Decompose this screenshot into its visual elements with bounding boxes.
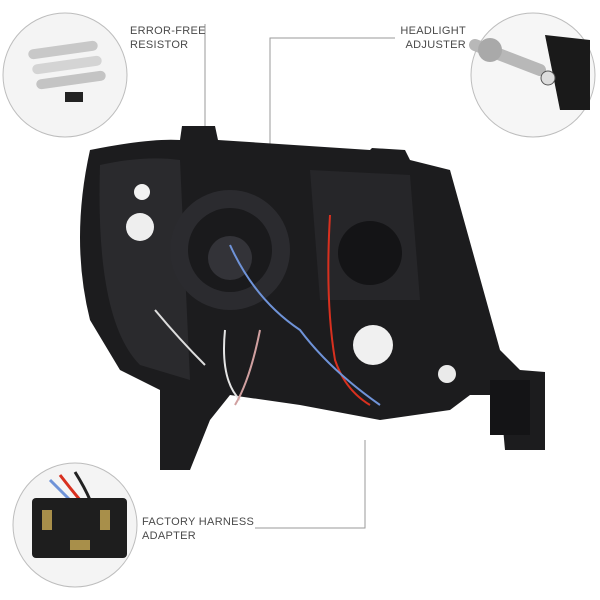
- adjuster-label-line1: HEADLIGHT: [400, 25, 466, 37]
- adjuster-detail-circle: [469, 12, 596, 138]
- resistor-label-line2: RESISTOR: [130, 39, 189, 51]
- resistor-label-line1: ERROR-FREE: [130, 25, 206, 37]
- resistor-detail-circle: [2, 12, 128, 138]
- adjuster-callout-label: HEADLIGHT ADJUSTER: [398, 24, 466, 52]
- harness-label-line1: FACTORY HARNESS: [142, 516, 255, 528]
- harness-callout-label: FACTORY HARNESS ADAPTER: [142, 515, 254, 543]
- harness-detail-circle: [12, 462, 138, 588]
- harness-callout-line: [255, 440, 366, 529]
- harness-label-line2: ADAPTER: [142, 530, 197, 542]
- wires: [154, 214, 381, 406]
- adjuster-label-line2: ADJUSTER: [405, 39, 466, 51]
- resistor-callout-label: ERROR-FREE RESISTOR: [130, 24, 206, 52]
- headlight-housing: [80, 126, 545, 470]
